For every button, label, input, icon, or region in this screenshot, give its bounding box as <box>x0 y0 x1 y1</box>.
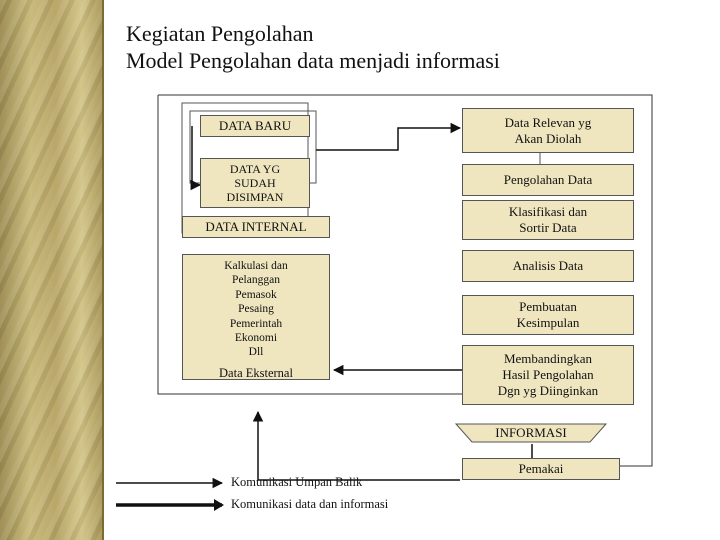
data-disimpan-line-1: DATA YG <box>229 162 281 176</box>
data-relevan-line-2: Akan Diolah <box>514 130 582 146</box>
slide-title: Kegiatan Pengolahan Model Pengolahan dat… <box>126 20 500 74</box>
data-internal-caption-box: DATA INTERNAL <box>182 216 330 238</box>
informasi-label: INFORMASI <box>495 425 567 440</box>
external-item-7: Dll <box>248 346 264 359</box>
pembuatan-kesimpulan-box: Pembuatan Kesimpulan <box>462 295 634 335</box>
external-item-3: Pemasok <box>235 288 277 301</box>
arrow-pemakai-feedback <box>252 410 460 481</box>
external-item-5: Pemerintah <box>229 317 283 330</box>
legend-communication-arrowhead <box>214 499 224 511</box>
data-relevan-line-1: Data Relevan yg <box>504 114 592 130</box>
klasifikasi-box: Klasifikasi dan Sortir Data <box>462 200 634 240</box>
data-disimpan-line-3: DISIMPAN <box>226 190 284 204</box>
analisis-data-box: Analisis Data <box>462 250 634 282</box>
decorative-edge-line <box>102 0 104 540</box>
pembuatan-line-2: Kesimpulan <box>516 315 580 330</box>
title-line-1: Kegiatan Pengolahan <box>126 21 314 46</box>
klasifikasi-line-2: Sortir Data <box>519 220 577 235</box>
external-item-1: Kalkulasi dan <box>224 260 288 272</box>
external-item-2: Pelanggan <box>232 274 280 287</box>
membandingkan-line-1: Membandingkan <box>503 351 593 366</box>
pembuatan-line-1: Pembuatan <box>519 299 577 314</box>
membandingkan-box: Membandingkan Hasil Pengolahan Dgn yg Di… <box>462 345 634 405</box>
klasifikasi-line-1: Klasifikasi dan <box>508 204 588 219</box>
membandingkan-line-2: Hasil Pengolahan <box>502 367 594 382</box>
arrow-to-data-relevan <box>191 126 460 185</box>
data-eksternal-caption: Data Eksternal <box>219 365 293 380</box>
pemakai-box: Pemakai <box>462 458 620 480</box>
outer-feedback-frame <box>157 95 462 395</box>
legend-feedback-label: Komunikasi Umpan Balik <box>231 475 363 489</box>
pengolahan-data-label: Pengolahan Data <box>503 172 593 187</box>
decorative-gold-strip <box>0 0 102 540</box>
analisis-data-label: Analisis Data <box>512 258 584 273</box>
membandingkan-line-3: Dgn yg Diinginkan <box>497 383 599 398</box>
external-item-4: Pesaing <box>238 303 274 316</box>
external-item-6: Ekonomi <box>234 332 278 345</box>
data-disimpan-line-2: SUDAH <box>234 176 276 190</box>
data-disimpan-box: DATA YG SUDAH DISIMPAN <box>200 158 310 208</box>
data-internal-caption: DATA INTERNAL <box>205 219 307 234</box>
pengolahan-data-box: Pengolahan Data <box>462 164 634 196</box>
data-baru-label: DATA BARU <box>218 118 292 133</box>
outer-frame-top <box>158 94 653 467</box>
external-data-box: Kalkulasi dan Pelanggan Pemasok Pesaing … <box>182 254 330 380</box>
data-baru-box: DATA BARU <box>200 115 310 137</box>
data-relevan-box: Data Relevan yg Akan Diolah <box>462 108 634 153</box>
pemakai-label: Pemakai <box>518 461 564 476</box>
title-line-2: Model Pengolahan data menjadi informasi <box>126 48 500 73</box>
legend-communication-label: Komunikasi data dan informasi <box>231 497 389 511</box>
